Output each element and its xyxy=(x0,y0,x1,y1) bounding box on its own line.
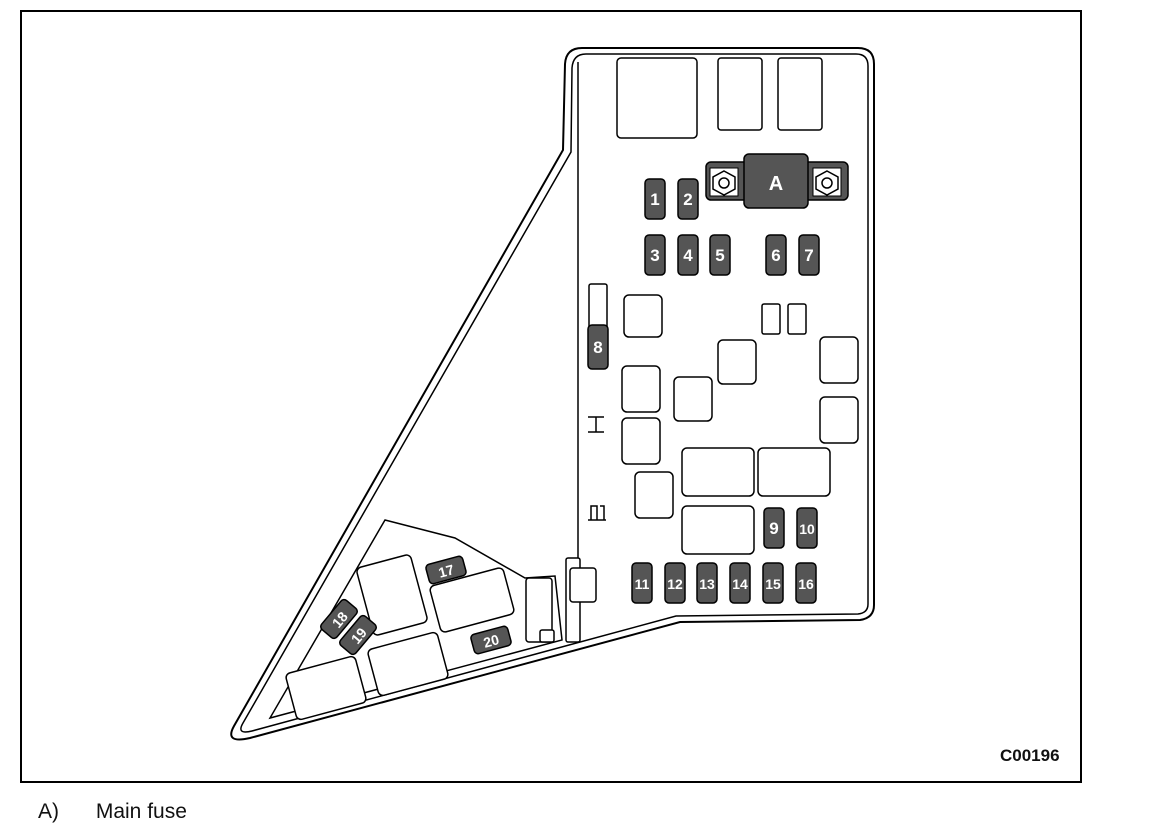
fuse-label: 9 xyxy=(769,519,778,538)
sub-panel-outline xyxy=(268,519,563,720)
fuse-label: 11 xyxy=(635,576,650,592)
fuse-8: 8 xyxy=(587,324,609,370)
fuse-body xyxy=(425,555,467,585)
fuse-label: 4 xyxy=(683,246,693,265)
relay-slot xyxy=(717,57,763,131)
relay-slot xyxy=(356,554,428,636)
fuse-body xyxy=(762,562,784,604)
legend-caption: A) Main fuse xyxy=(38,800,187,824)
bolt-icon xyxy=(815,170,839,196)
relay-slot xyxy=(717,339,757,385)
fuse-12: 12 xyxy=(664,562,686,604)
fuse-body xyxy=(798,234,820,276)
fuse-16: 16 xyxy=(795,562,817,604)
connector xyxy=(525,557,597,643)
fuse-19: 19 xyxy=(339,614,377,656)
fuse-3: 3 xyxy=(644,234,666,276)
relay-slot xyxy=(621,417,661,465)
main-fuse-center xyxy=(743,153,809,209)
fuse-label: 12 xyxy=(667,576,683,592)
relay-slot xyxy=(681,505,755,555)
fuse-10: 10 xyxy=(796,507,818,549)
relay-slot xyxy=(787,303,807,335)
fuse-13: 13 xyxy=(696,562,718,604)
relay-slot xyxy=(681,447,755,497)
fuse-body xyxy=(677,234,699,276)
legend-key: A) xyxy=(38,800,59,823)
relay-slot xyxy=(757,447,831,497)
main-fuse-label: A xyxy=(769,173,783,195)
fuse-17: 17 xyxy=(425,555,467,585)
relay-slots xyxy=(285,57,859,721)
relay-slot xyxy=(616,57,698,139)
fuse-4: 4 xyxy=(677,234,699,276)
relay-slot xyxy=(588,283,608,329)
fuse-body xyxy=(644,234,666,276)
fuse-6: 6 xyxy=(765,234,787,276)
fuse-label: 17 xyxy=(437,561,456,581)
fuse-9: 9 xyxy=(763,507,785,549)
fuse-label: 8 xyxy=(593,338,602,357)
fuse-label: 1 xyxy=(650,190,659,209)
diagram-frame xyxy=(20,10,1082,783)
fuse-label: 14 xyxy=(732,576,748,592)
fuse-body xyxy=(339,614,377,656)
relay-slot xyxy=(819,396,859,444)
relay-slot xyxy=(777,57,823,131)
relay-slot xyxy=(621,365,661,413)
fuse-box-outline-inner xyxy=(240,53,869,733)
diagram-code: C00196 xyxy=(1000,746,1060,765)
fuse-body xyxy=(631,562,653,604)
fuse-box-outline-outer xyxy=(230,47,875,741)
fuse-body xyxy=(796,507,818,549)
fuse-label: 20 xyxy=(482,631,501,651)
fuse-11: 11 xyxy=(631,562,653,604)
relay-slot xyxy=(761,303,781,335)
fuse-body xyxy=(664,562,686,604)
fuse-label: 2 xyxy=(683,190,692,209)
relay-slot xyxy=(429,567,515,633)
fuse-18: 18 xyxy=(320,598,358,640)
fuse-5: 5 xyxy=(709,234,731,276)
relay-slot xyxy=(673,376,713,422)
fuse-14: 14 xyxy=(729,562,751,604)
relay-slot xyxy=(285,655,367,721)
fuse-body xyxy=(677,178,699,220)
fuse-label: 3 xyxy=(650,246,659,265)
fuse-label: 6 xyxy=(771,246,780,265)
fuse-1: 1 xyxy=(644,178,666,220)
relay-slot xyxy=(634,471,674,519)
terminal-symbol xyxy=(588,505,606,521)
fuse-label: 10 xyxy=(799,521,815,537)
relay-slot xyxy=(819,336,859,384)
fuse-label: 15 xyxy=(765,576,781,592)
fuse-body xyxy=(763,507,785,549)
fuse-body xyxy=(587,324,609,370)
fuse-15: 15 xyxy=(762,562,784,604)
fuse-label: 5 xyxy=(715,246,724,265)
relay-slot xyxy=(367,631,449,697)
legend-text: Main fuse xyxy=(95,800,187,823)
fuse-7: 7 xyxy=(798,234,820,276)
main-fuse: A xyxy=(705,153,849,209)
fuse-body xyxy=(470,625,512,655)
fuse-body xyxy=(320,598,358,640)
fuse-label: 13 xyxy=(699,576,715,592)
fuse-label: 16 xyxy=(798,576,814,592)
fuse-body xyxy=(795,562,817,604)
fuse-body xyxy=(644,178,666,220)
fuse-body xyxy=(729,562,751,604)
fuse-body xyxy=(696,562,718,604)
terminal-symbol xyxy=(588,416,604,433)
relay-slot xyxy=(623,294,663,338)
bolt-icon xyxy=(712,170,736,196)
fuse-20: 20 xyxy=(470,625,512,655)
fuse-body xyxy=(709,234,731,276)
fuse-body xyxy=(765,234,787,276)
fuse-2: 2 xyxy=(677,178,699,220)
fuse-label: 7 xyxy=(804,246,813,265)
